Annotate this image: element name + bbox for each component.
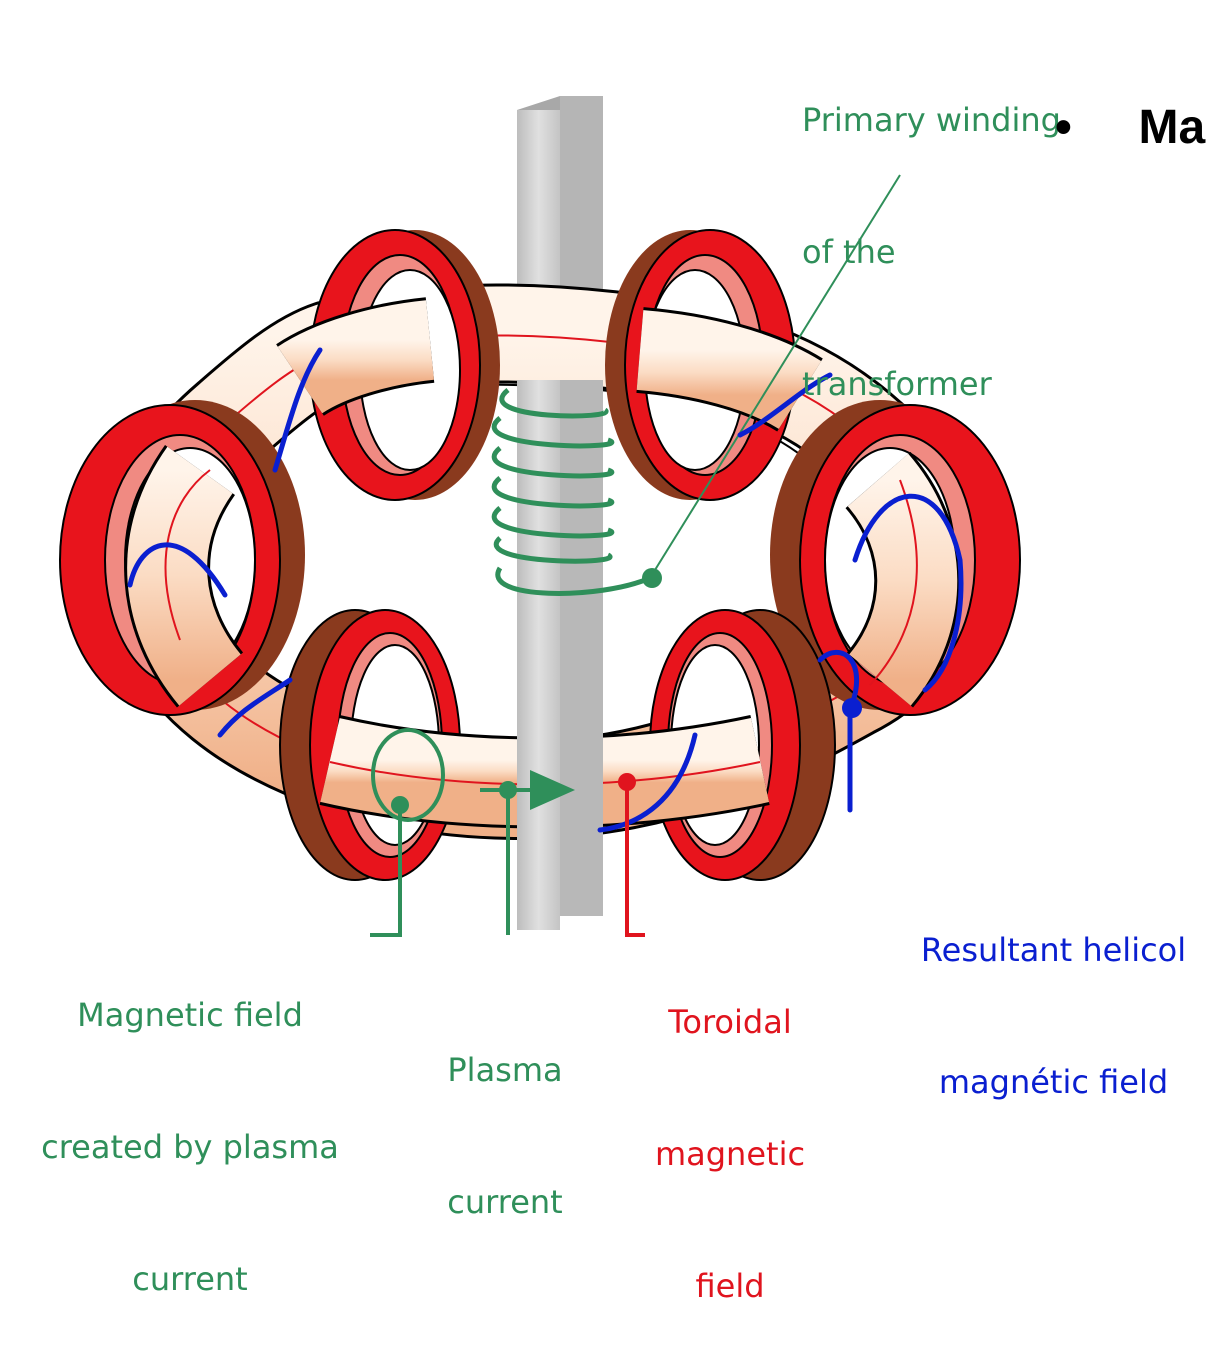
bullet-point: • Ma <box>1055 100 1205 155</box>
plasma-current-label: Plasma current <box>420 960 590 1268</box>
plasma-current-line-1: Plasma <box>420 1048 590 1092</box>
primary-winding-line-3: transformer <box>802 362 1061 406</box>
toroidal-field-label: Toroidal magnetic field <box>630 912 830 1352</box>
plasma-field-line-3: current <box>10 1257 370 1301</box>
bullet-icon: • <box>1055 101 1072 154</box>
toroidal-field-line-2: magnetic <box>630 1132 830 1176</box>
toroidal-field-line-3: field <box>630 1264 830 1308</box>
transformer-core-front <box>517 380 560 930</box>
resultant-field-line-1: Resultant helicol <box>898 928 1209 972</box>
plasma-field-line-1: Magnetic field <box>10 993 370 1037</box>
plasma-field-line-2: created by plasma <box>10 1125 370 1169</box>
primary-winding-line-2: of the <box>802 230 1061 274</box>
plasma-current-line-2: current <box>420 1180 590 1224</box>
bullet-text: Ma <box>1139 101 1206 154</box>
resultant-field-line-2: magnétic field <box>898 1060 1209 1104</box>
primary-winding-line-1: Primary winding <box>802 98 1061 142</box>
resultant-field-label: Resultant helicol magnétic field <box>898 840 1209 1148</box>
plasma-field-label: Magnetic field created by plasma current <box>10 905 370 1345</box>
toroidal-field-line-1: Toroidal <box>630 1000 830 1044</box>
primary-winding-label: Primary winding of the transformer <box>802 10 1061 450</box>
